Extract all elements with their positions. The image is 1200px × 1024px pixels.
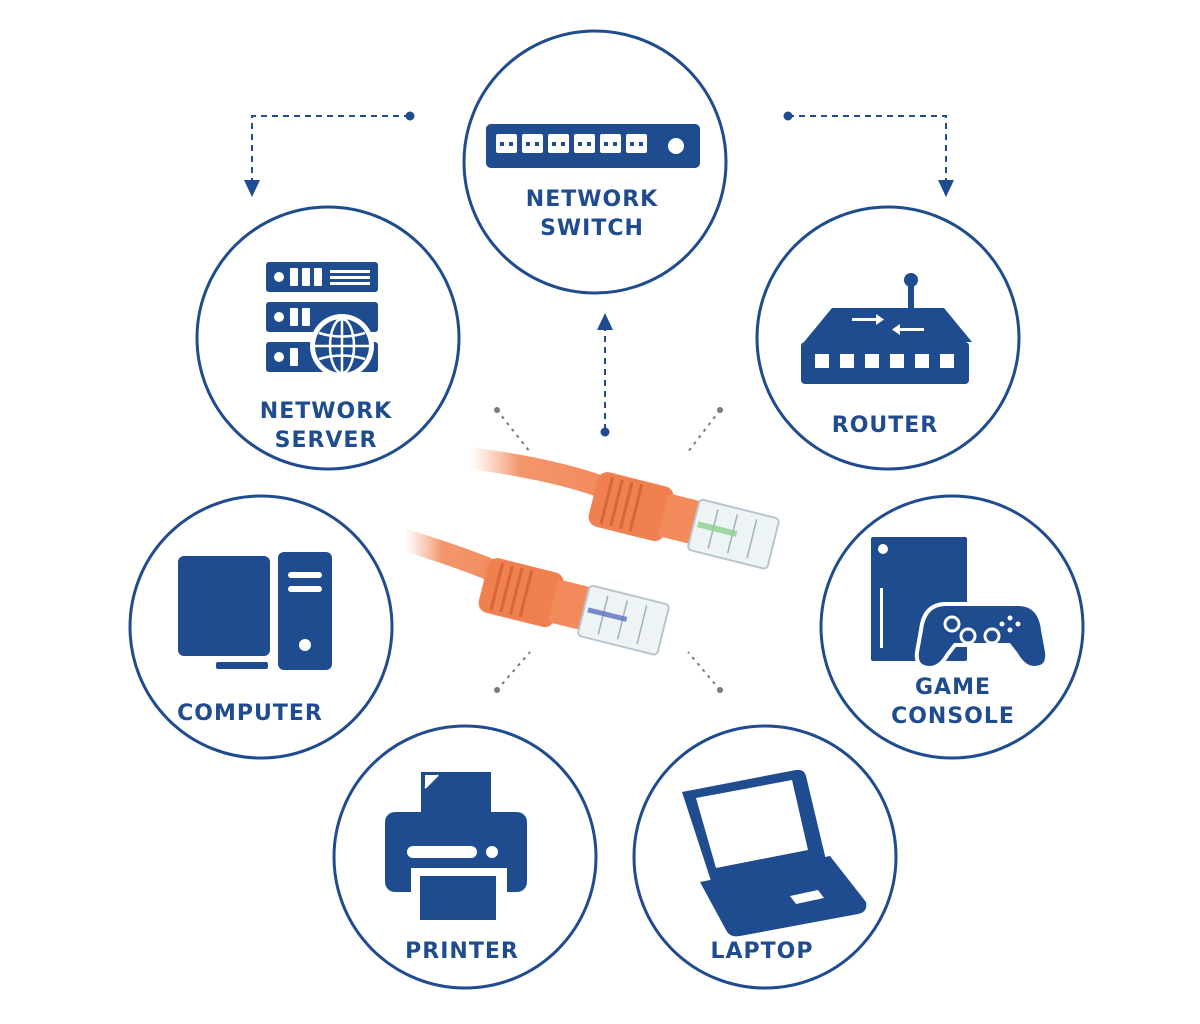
connector-dot	[600, 427, 610, 437]
server-label-line1: NETWORK	[260, 399, 392, 424]
printer-icon	[385, 772, 527, 920]
network-switch-icon	[486, 124, 700, 168]
console-label-line2: CONSOLE	[891, 704, 1015, 729]
node-labels: NETWORK SWITCH NETWORK SERVER ROUTER COM…	[177, 187, 1015, 964]
connector-markers	[244, 111, 954, 437]
connector-dot	[783, 111, 793, 121]
printer-label: PRINTER	[405, 939, 519, 964]
game-console-icon	[871, 537, 1050, 671]
console-label-line1: GAME	[915, 675, 991, 700]
connector-switch-to-router	[788, 115, 947, 182]
server-label-line2: SERVER	[275, 428, 378, 453]
arrow-down-icon	[244, 180, 260, 197]
router-label: ROUTER	[832, 413, 938, 438]
desktop-computer-icon	[178, 552, 332, 670]
arrow-down-icon	[938, 180, 954, 197]
router-icon	[801, 273, 972, 384]
switch-label-line2: SWITCH	[540, 216, 644, 241]
arrow-up-icon	[597, 313, 613, 330]
connector-switch-to-server	[251, 115, 410, 182]
ethernet-cable-icon	[394, 447, 780, 656]
connector-dot	[405, 111, 415, 121]
connectors	[251, 115, 947, 430]
laptop-label: LAPTOP	[710, 939, 813, 964]
gray-connectors	[494, 407, 723, 693]
server-rack-globe-icon	[266, 262, 378, 378]
switch-label-line1: NETWORK	[526, 187, 658, 212]
computer-label: COMPUTER	[177, 701, 323, 726]
laptop-icon	[682, 769, 867, 937]
